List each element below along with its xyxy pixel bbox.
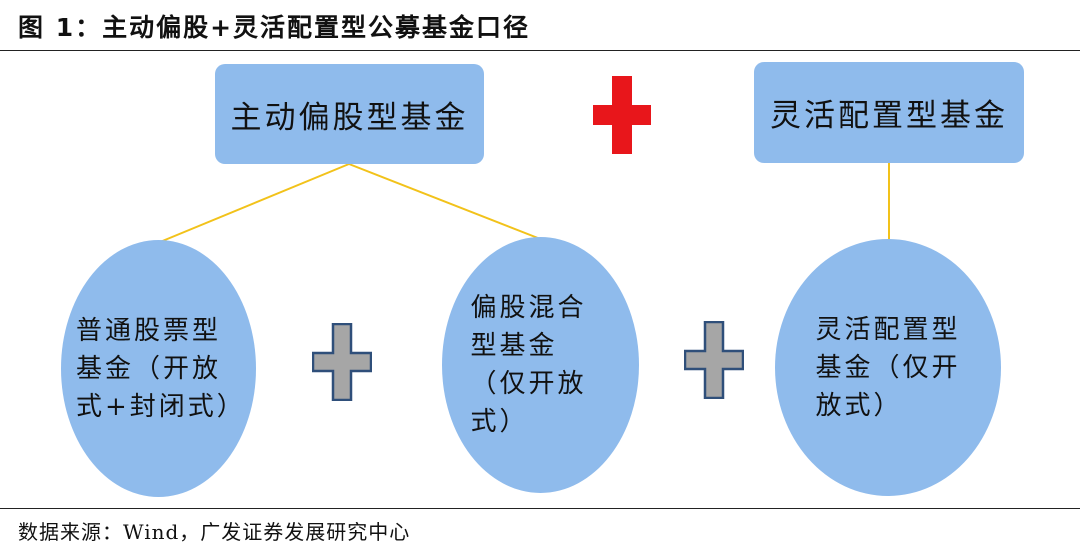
data-source-note: 数据来源：Wind，广发证券发展研究中心 (18, 520, 411, 544)
top-divider (0, 50, 1080, 51)
bottom-divider (0, 508, 1080, 509)
node-active-equity-fund-label: 主动偏股型基金 (230, 99, 469, 136)
figure-title: 图 1：主动偏股+灵活配置型公募基金口径 (18, 13, 531, 42)
node-flexible-allocation-fund: 灵活配置型基金 (754, 62, 1024, 163)
node-flexible-allocation-fund-label: 灵活配置型基金 (770, 98, 1008, 134)
connector-active-to-stock (159, 163, 350, 243)
connector-active-to-hybrid (348, 163, 544, 241)
node-ordinary-stock-fund: 普通股票型基金（开放式+封闭式） (61, 240, 256, 497)
node-equity-hybrid-fund-label: 偏股混合型基金（仅开放式） (470, 293, 587, 437)
node-ordinary-stock-fund-label: 普通股票型基金（开放式+封闭式） (76, 315, 246, 422)
node-active-equity-fund: 主动偏股型基金 (215, 64, 484, 164)
node-flexible-allocation-open-fund: 灵活配置型基金（仅开放式） (775, 239, 1001, 496)
gray-plus-icon (684, 321, 744, 399)
red-plus-icon (593, 76, 651, 154)
node-flexible-allocation-open-fund-label: 灵活配置型基金（仅开放式） (815, 314, 961, 421)
gray-plus-icon (312, 323, 372, 401)
node-equity-hybrid-fund: 偏股混合型基金（仅开放式） (442, 237, 639, 493)
